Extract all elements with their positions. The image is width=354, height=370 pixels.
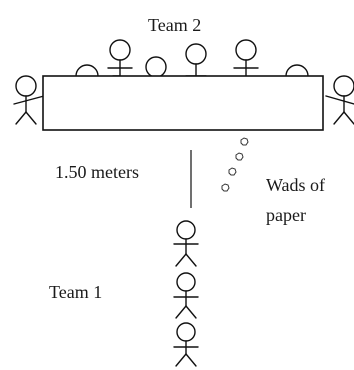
paper-wads	[221, 137, 249, 192]
paper-wad	[235, 152, 244, 161]
paper-wad	[240, 137, 249, 146]
paper-wad	[228, 167, 237, 176]
distance-label: 1.50 meters	[55, 162, 139, 182]
team2-member-1	[75, 64, 99, 77]
team1-label: Team 1	[49, 282, 103, 302]
team2-end-left	[13, 75, 45, 125]
team2-member-2	[107, 39, 133, 77]
team1-member-3	[173, 322, 199, 367]
team2-end-right	[325, 75, 354, 125]
team1-member-1	[173, 220, 199, 267]
paper-label-line2: paper	[266, 205, 306, 225]
table	[42, 75, 324, 131]
team2-member-3	[145, 56, 167, 78]
team1-member-2	[173, 272, 199, 319]
team2-member-6	[285, 64, 309, 77]
team2-label: Team 2	[148, 15, 202, 35]
team2-member-4	[185, 43, 207, 77]
team2-member-5	[233, 39, 259, 77]
paper-wad	[221, 183, 230, 192]
paper-label-line1: Wads of	[266, 175, 326, 195]
